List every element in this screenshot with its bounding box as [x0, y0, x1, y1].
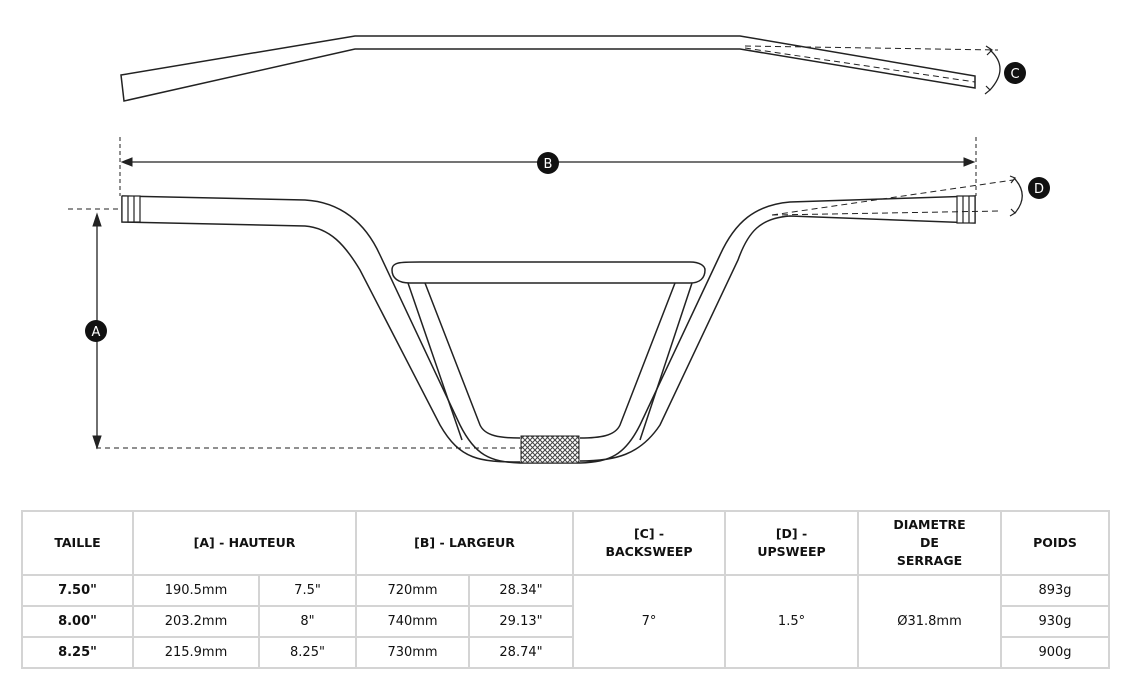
cell-height-in: 8.25": [257, 636, 358, 669]
label-c-marker: C: [1004, 62, 1026, 84]
table-row: 8.25" 215.9mm 8.25" 730mm 28.74" 900g: [21, 636, 1111, 669]
top-view: [120, 35, 1001, 102]
cell-width-in: 28.74": [468, 636, 575, 669]
upsweep-dimension: [771, 175, 1023, 217]
header-taille: TAILLE: [21, 510, 134, 576]
cell-height-mm: 215.9mm: [132, 636, 260, 669]
label-a-marker: A: [85, 320, 107, 342]
specs-table: TAILLE [A] - HAUTEUR [B] - LARGEUR [C] -…: [21, 510, 1111, 669]
header-hauteur: [A] - HAUTEUR: [131, 510, 358, 576]
table-row: 7.50" 190.5mm 7.5" 720mm 28.34" 7° 1.5° …: [21, 574, 1111, 669]
handlebar-diagram: C B D: [68, 35, 1050, 464]
label-b-marker: B: [537, 152, 559, 174]
header-backsweep: [C] - BACKSWEEP: [572, 510, 727, 576]
cell-height-mm: 203.2mm: [132, 605, 260, 638]
cell-upsweep: 1.5°: [724, 574, 860, 669]
header-largeur: [B] - LARGEUR: [355, 510, 575, 576]
cell-weight: 893g: [1000, 574, 1111, 607]
cell-size: 7.50": [21, 574, 134, 607]
knurled-clamp-area: [520, 435, 580, 464]
label-a: A: [92, 325, 101, 340]
cell-height-in: 8": [257, 605, 358, 638]
table-row: 8.00" 203.2mm 8" 740mm 29.13" 930g: [21, 605, 1111, 638]
grip-ends: [121, 195, 976, 224]
header-poids: POIDS: [1000, 510, 1111, 576]
cell-width-in: 28.34": [468, 574, 575, 607]
cell-width-mm: 740mm: [355, 605, 471, 638]
cell-height-in: 7.5": [257, 574, 358, 607]
label-d: D: [1034, 182, 1044, 197]
cell-width-mm: 720mm: [355, 574, 471, 607]
cell-height-mm: 190.5mm: [132, 574, 260, 607]
table-header-row: TAILLE [A] - HAUTEUR [B] - LARGEUR [C] -…: [21, 510, 1111, 576]
cell-size: 8.00": [21, 605, 134, 638]
cell-weight: 930g: [1000, 605, 1111, 638]
cell-width-in: 29.13": [468, 605, 575, 638]
cell-width-mm: 730mm: [355, 636, 471, 669]
front-view: [121, 195, 976, 464]
cell-size: 8.25": [21, 636, 134, 669]
label-b: B: [544, 157, 553, 172]
cell-clamp: Ø31.8mm: [857, 574, 1003, 669]
label-d-marker: D: [1028, 177, 1050, 199]
cell-backsweep: 7°: [572, 574, 727, 669]
header-diametre: DIAMETRE DE SERRAGE: [857, 510, 1003, 576]
cell-weight: 900g: [1000, 636, 1111, 669]
header-upsweep: [D] - UPSWEEP: [724, 510, 860, 576]
label-c: C: [1010, 67, 1019, 82]
